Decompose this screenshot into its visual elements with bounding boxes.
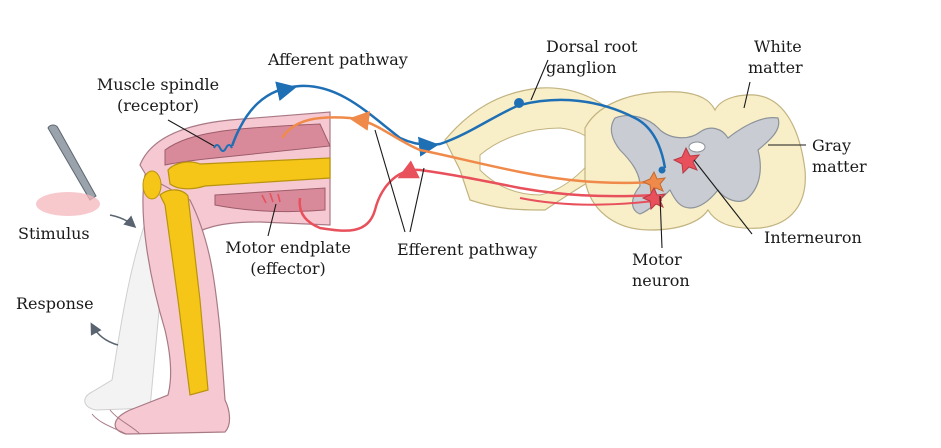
label-interneuron: Interneuron [764,228,862,247]
afferent-pathway-line [230,84,667,169]
efferent-red-line-2 [519,197,663,206]
central-canal [688,141,706,153]
afferent-terminal [658,166,666,174]
response-arrow [90,322,119,346]
label-gray-matter-2: matter [812,157,867,176]
label-afferent-pathway: Afferent pathway [268,50,408,69]
motor-neuron-cell-red [641,186,667,211]
label-white-matter-2: matter [748,58,803,77]
femur-bone [167,157,331,190]
leader-lines [167,59,806,249]
label-dorsal-root-ganglion-1: Dorsal root [546,37,638,56]
quadriceps-muscle [164,123,331,166]
reflex-hammer [36,124,137,346]
efferent-neurons [280,110,663,232]
label-response: Response [16,294,94,313]
hamstring-muscle [214,187,326,213]
motor-endplate [261,192,281,204]
stimulus-arrow [109,214,137,228]
leader-dorsal-root-ganglion [530,59,549,101]
efferent-orange-line [280,116,656,185]
dorsal-root-ganglion-cell [514,98,524,108]
label-white-matter-1: White [754,37,802,56]
leader-interneuron [693,159,753,235]
leg [84,111,331,435]
neuron-cells [641,146,701,211]
label-gray-matter-1: Gray [812,136,852,155]
hammer-head [36,192,100,216]
leader-white-matter [743,81,751,109]
label-stimulus: Stimulus [18,224,90,243]
leader-motor-neuron [659,195,663,249]
afferent-neuron [230,81,667,174]
ghost-leg [84,209,161,411]
leader-efferent-1 [374,129,406,233]
leader-muscle-spindle [167,119,215,147]
interneuron-cell [672,146,701,175]
label-motor-neuron-2: neuron [632,271,690,290]
label-muscle-spindle-1: Muscle spindle [96,75,220,94]
toes [91,409,141,435]
label-efferent-pathway: Efferent pathway [397,240,538,259]
motor-neuron-cell-orange [641,170,667,195]
label-motor-endplate-1: Motor endplate [225,238,351,257]
leader-motor-endplate [267,203,277,237]
afferent-arrow-1 [275,81,297,102]
hammer-handle [47,124,97,201]
kneecap [142,170,162,200]
efferent-red-arrow [397,160,420,179]
leader-efferent-2 [409,167,425,233]
label-dorsal-root-ganglion-2: ganglion [546,58,617,77]
tibia-bone [159,189,209,396]
label-muscle-spindle-2: (receptor) [117,96,199,115]
label-motor-neuron-1: Motor [632,250,682,269]
label-motor-endplate-2: (effector) [250,259,326,278]
afferent-arrow-2 [417,136,439,157]
efferent-orange-arrow [349,110,371,131]
muscle-spindle-receptor [213,144,233,152]
